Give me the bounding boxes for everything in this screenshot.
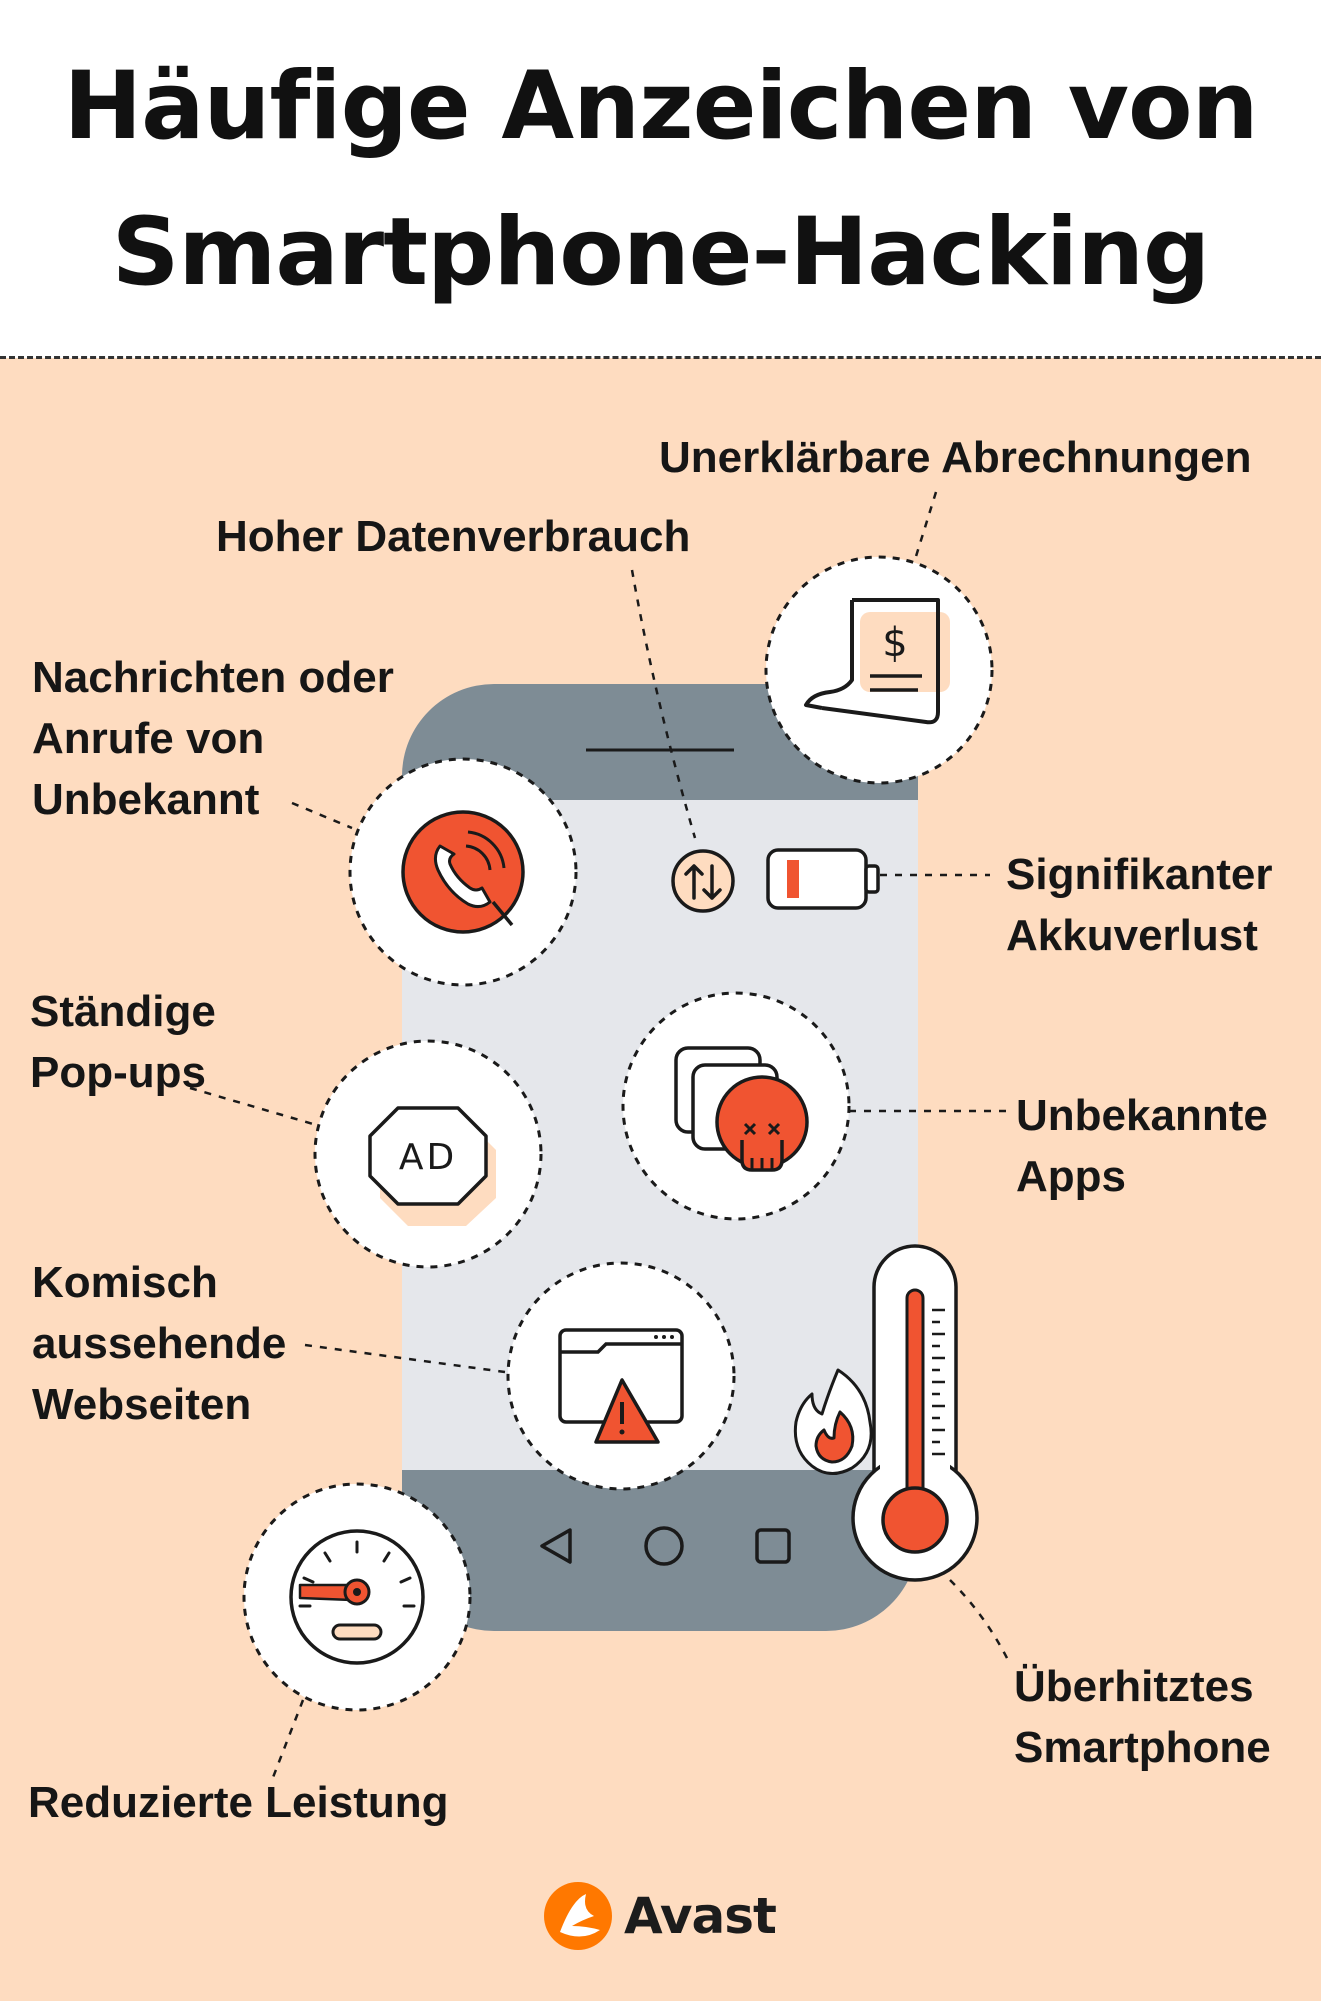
thermometer-icon [851, 1244, 979, 1582]
home-nav-icon [644, 1526, 684, 1566]
label-overheating: Überhitztes Smartphone [1014, 1662, 1271, 1772]
phone-call-icon [348, 757, 578, 987]
low-battery-icon [766, 848, 880, 910]
label-reduced-performance: Reduzierte Leistung [28, 1778, 449, 1827]
label-unexplained-charges: Unerklärbare Abrechnungen [659, 433, 1252, 482]
speedometer-icon [242, 1482, 472, 1712]
brand-name: Avast [624, 1887, 777, 1945]
label-popups: Ständige Pop-ups [30, 987, 216, 1097]
avast-logo: Avast [542, 1880, 777, 1952]
bill-symbol: $ [882, 620, 907, 666]
title-area: Häufige Anzeichen von Smartphone-Hacking [0, 0, 1321, 358]
ad-popup-icon: AD [313, 1039, 543, 1269]
flame-icon [793, 1368, 873, 1475]
title-line-2: Smartphone-Hacking [111, 198, 1211, 307]
title-line-1: Häufige Anzeichen von [63, 52, 1258, 161]
label-unknown-apps: Unbekannte Apps [1016, 1091, 1268, 1201]
label-unknown-messages: Nachrichten oder Anrufe von Unbekannt [32, 653, 394, 824]
label-high-data-usage: Hoher Datenverbrauch [216, 512, 691, 561]
label-weird-websites: Komisch aussehende Webseiten [32, 1258, 287, 1429]
recents-nav-icon [755, 1528, 791, 1564]
label-battery-loss: Signifikanter Akkuverlust [1006, 850, 1273, 960]
malicious-app-icon [621, 991, 851, 1221]
data-transfer-icon [671, 849, 735, 913]
connector-lines [189, 491, 1010, 1781]
back-nav-icon [540, 1528, 572, 1564]
ad-text: AD [399, 1137, 457, 1178]
receipt-dollar-icon: $ [764, 555, 994, 785]
dashed-separator [0, 356, 1321, 359]
browser-warning-icon [506, 1261, 736, 1491]
avast-logo-icon [544, 1882, 612, 1950]
